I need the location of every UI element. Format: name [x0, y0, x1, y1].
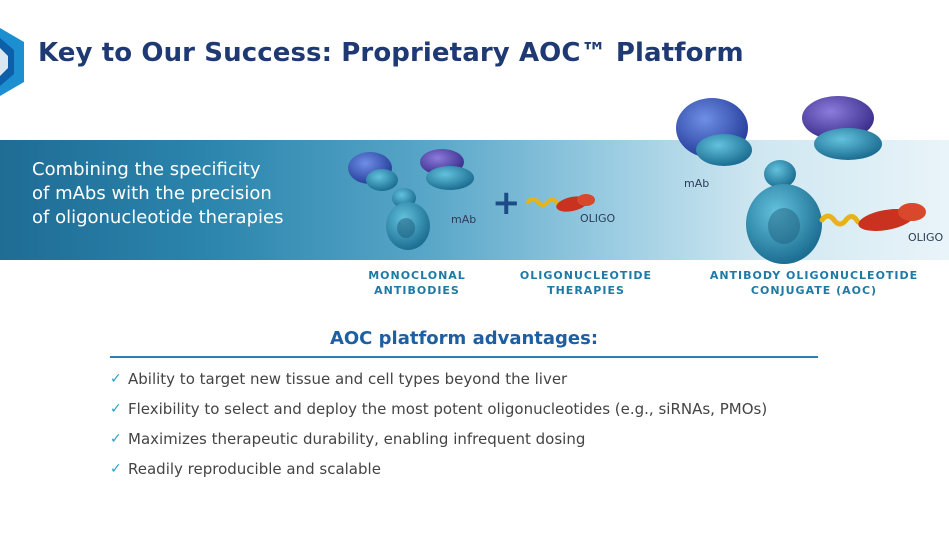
advantage-text: Flexibility to select and deploy the mos… [128, 400, 768, 418]
check-icon: ✓ [110, 431, 122, 447]
aoc-molecule-image [676, 96, 926, 264]
advantage-text: Ability to target new tissue and cell ty… [128, 370, 568, 388]
check-icon: ✓ [110, 461, 122, 477]
banner-line-3: of oligonucleotide therapies [32, 207, 284, 228]
caption-aoc: ANTIBODY OLIGONUCLEOTIDE CONJUGATE (AOC) [698, 268, 930, 298]
oligonucleotide-image [526, 194, 595, 212]
banner-line-1: Combining the specificity [32, 159, 261, 180]
banner-line-2: of mAbs with the precision [32, 183, 272, 204]
caption-line: ANTIBODIES [374, 284, 460, 297]
list-item: ✓ Maximizes therapeutic durability, enab… [110, 428, 830, 458]
caption-line: OLIGONUCLEOTIDE [519, 269, 653, 282]
caption-oligonucleotide-therapies: OLIGONUCLEOTIDE THERAPIES [508, 268, 664, 298]
list-item: ✓ Readily reproducible and scalable [110, 458, 830, 488]
page-title: Key to Our Success: Proprietary AOC™ Pla… [38, 38, 744, 68]
caption-monoclonal-antibodies: MONOCLONAL ANTIBODIES [352, 268, 482, 298]
advantages-divider [110, 356, 818, 358]
caption-line: ANTIBODY OLIGONUCLEOTIDE [709, 269, 919, 282]
caption-line: THERAPIES [547, 284, 625, 297]
aoc-mab-label: mAb [684, 177, 710, 190]
mab-label: mAb [451, 213, 477, 226]
list-item: ✓ Ability to target new tissue and cell … [110, 368, 830, 398]
advantages-heading: AOC platform advantages: [329, 328, 599, 349]
aoc-oligo-label: OLIGO [908, 231, 944, 244]
check-icon: ✓ [110, 371, 122, 387]
list-item: ✓ Flexibility to select and deploy the m… [110, 398, 830, 428]
chevron-logo-icon [0, 28, 24, 96]
banner-tagline: Combining the specificity of mAbs with t… [32, 158, 332, 230]
plus-icon: + [492, 183, 521, 223]
caption-line: MONOCLONAL [368, 269, 466, 282]
advantage-text: Maximizes therapeutic durability, enabli… [128, 430, 586, 448]
advantages-list: ✓ Ability to target new tissue and cell … [110, 368, 830, 488]
caption-line: CONJUGATE (AOC) [750, 284, 878, 297]
check-icon: ✓ [110, 401, 122, 417]
oligo-label: OLIGO [580, 212, 616, 225]
advantage-text: Readily reproducible and scalable [128, 460, 381, 478]
monoclonal-antibody-image [348, 149, 474, 250]
